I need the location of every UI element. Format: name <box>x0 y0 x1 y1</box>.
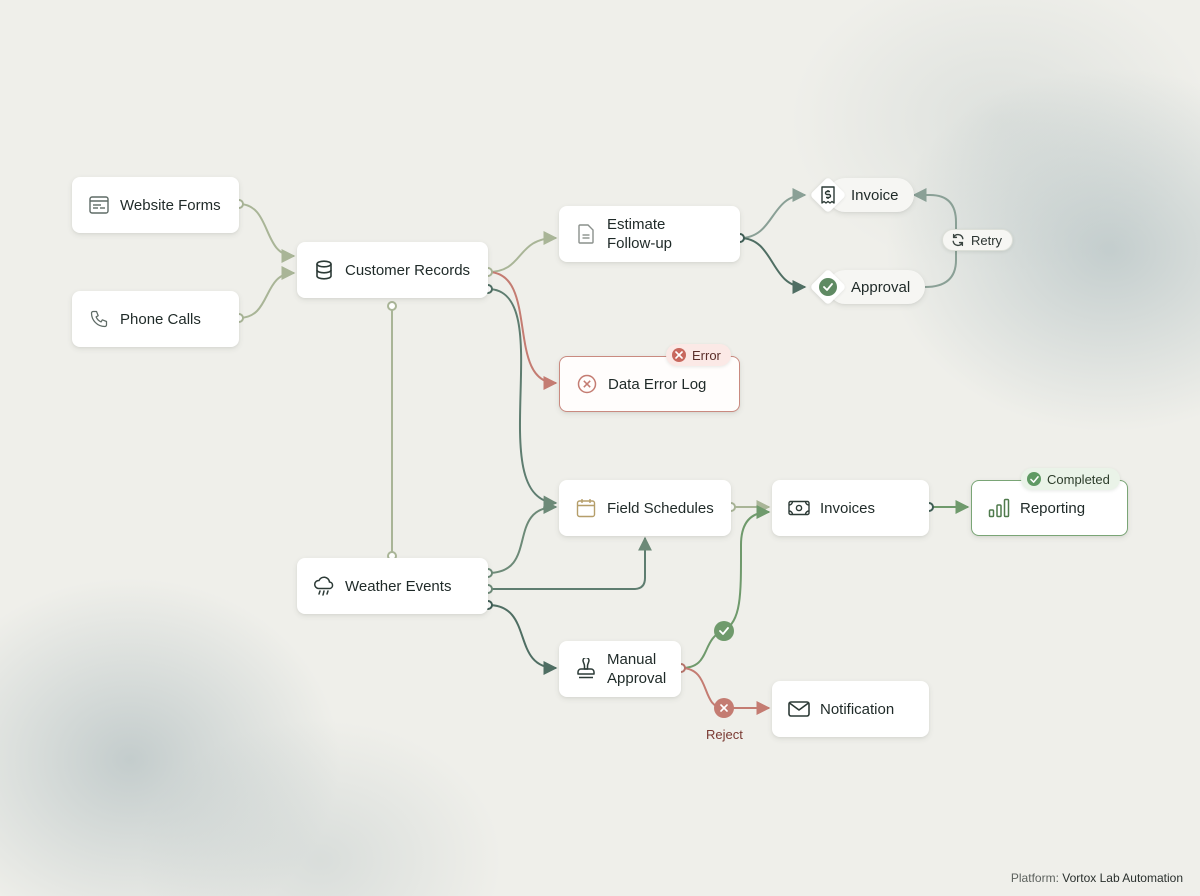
footer-prefix: Platform: <box>1010 871 1059 885</box>
check-icon <box>1027 472 1041 486</box>
stamp-icon <box>575 658 597 680</box>
port-customer-bottom <box>387 301 397 311</box>
platform-footer: Platform: Vortox Lab Automation <box>1011 871 1183 885</box>
reject-label: Reject <box>706 727 743 742</box>
receipt-dollar-icon <box>821 186 835 204</box>
node-customer-records[interactable]: Customer Records <box>297 242 488 298</box>
node-label: Weather Events <box>345 577 452 595</box>
document-icon <box>575 223 597 245</box>
node-notification[interactable]: Notification <box>772 681 929 737</box>
node-label: Field Schedules <box>607 499 714 517</box>
error-badge: Error <box>666 344 731 366</box>
node-manual-approval[interactable]: Manual Approval <box>559 641 681 697</box>
node-weather-events[interactable]: Weather Events <box>297 558 488 614</box>
edge-estimate-approval <box>739 237 807 294</box>
edge-weather-fieldschedules <box>487 500 558 574</box>
edge-manual-approve-invoices <box>680 505 771 669</box>
edge-estimate-invoice <box>739 188 807 239</box>
retry-badge[interactable]: Retry <box>942 229 1014 251</box>
node-label: Manual Approval <box>607 651 667 687</box>
database-icon <box>313 259 335 281</box>
node-label: Estimate Follow-up <box>607 216 673 252</box>
node-label: Website Forms <box>120 196 221 214</box>
edge-retry-loop <box>912 188 957 288</box>
mail-icon <box>788 698 810 720</box>
calendar-icon <box>575 497 597 519</box>
node-label: Invoices <box>820 499 876 517</box>
retry-label: Retry <box>971 232 1003 248</box>
edge-customer-estimate <box>487 231 558 273</box>
edge-phone-customer <box>238 266 296 319</box>
check-circle-icon <box>819 278 837 296</box>
node-label: Notification <box>820 700 895 718</box>
node-label: Phone Calls <box>120 310 201 328</box>
error-label: Error <box>692 347 721 363</box>
node-invoice[interactable]: Invoice <box>809 176 914 214</box>
rain-cloud-icon <box>313 575 335 597</box>
node-estimate-followup[interactable]: Estimate Follow-up <box>559 206 740 262</box>
completed-label: Completed <box>1047 471 1110 487</box>
edge-customer-fieldschedules <box>487 288 558 510</box>
approve-check-icon[interactable] <box>714 621 734 641</box>
edge-customer-errorlog <box>487 271 558 390</box>
browser-form-icon <box>88 194 110 216</box>
banknote-icon <box>788 497 810 519</box>
node-field-schedules[interactable]: Field Schedules <box>559 480 731 536</box>
edge-weather-fieldschedules-bottom <box>488 536 652 590</box>
invoice-diamond <box>809 176 847 214</box>
node-approval[interactable]: Approval <box>809 268 925 306</box>
node-invoices[interactable]: Invoices <box>772 480 929 536</box>
approval-diamond <box>809 268 847 306</box>
node-label: Customer Records <box>345 261 471 279</box>
footer-platform-name: Vortox Lab Automation <box>1062 871 1183 885</box>
bar-chart-icon <box>988 497 1010 519</box>
reject-x-icon[interactable] <box>714 698 734 718</box>
refresh-icon <box>952 233 964 247</box>
phone-icon <box>88 308 110 330</box>
edge-weather-manualapproval <box>487 604 558 675</box>
error-circle-icon <box>576 373 598 395</box>
completed-badge: Completed <box>1021 468 1120 490</box>
node-label: Data Error Log <box>608 375 707 393</box>
node-label: Invoice <box>851 186 899 204</box>
error-x-icon <box>672 348 686 362</box>
node-phone-calls[interactable]: Phone Calls <box>72 291 239 347</box>
node-label: Approval <box>851 278 911 296</box>
node-label: Reporting <box>1020 499 1086 517</box>
edge-website-customer <box>238 203 296 263</box>
node-website-forms[interactable]: Website Forms <box>72 177 239 233</box>
